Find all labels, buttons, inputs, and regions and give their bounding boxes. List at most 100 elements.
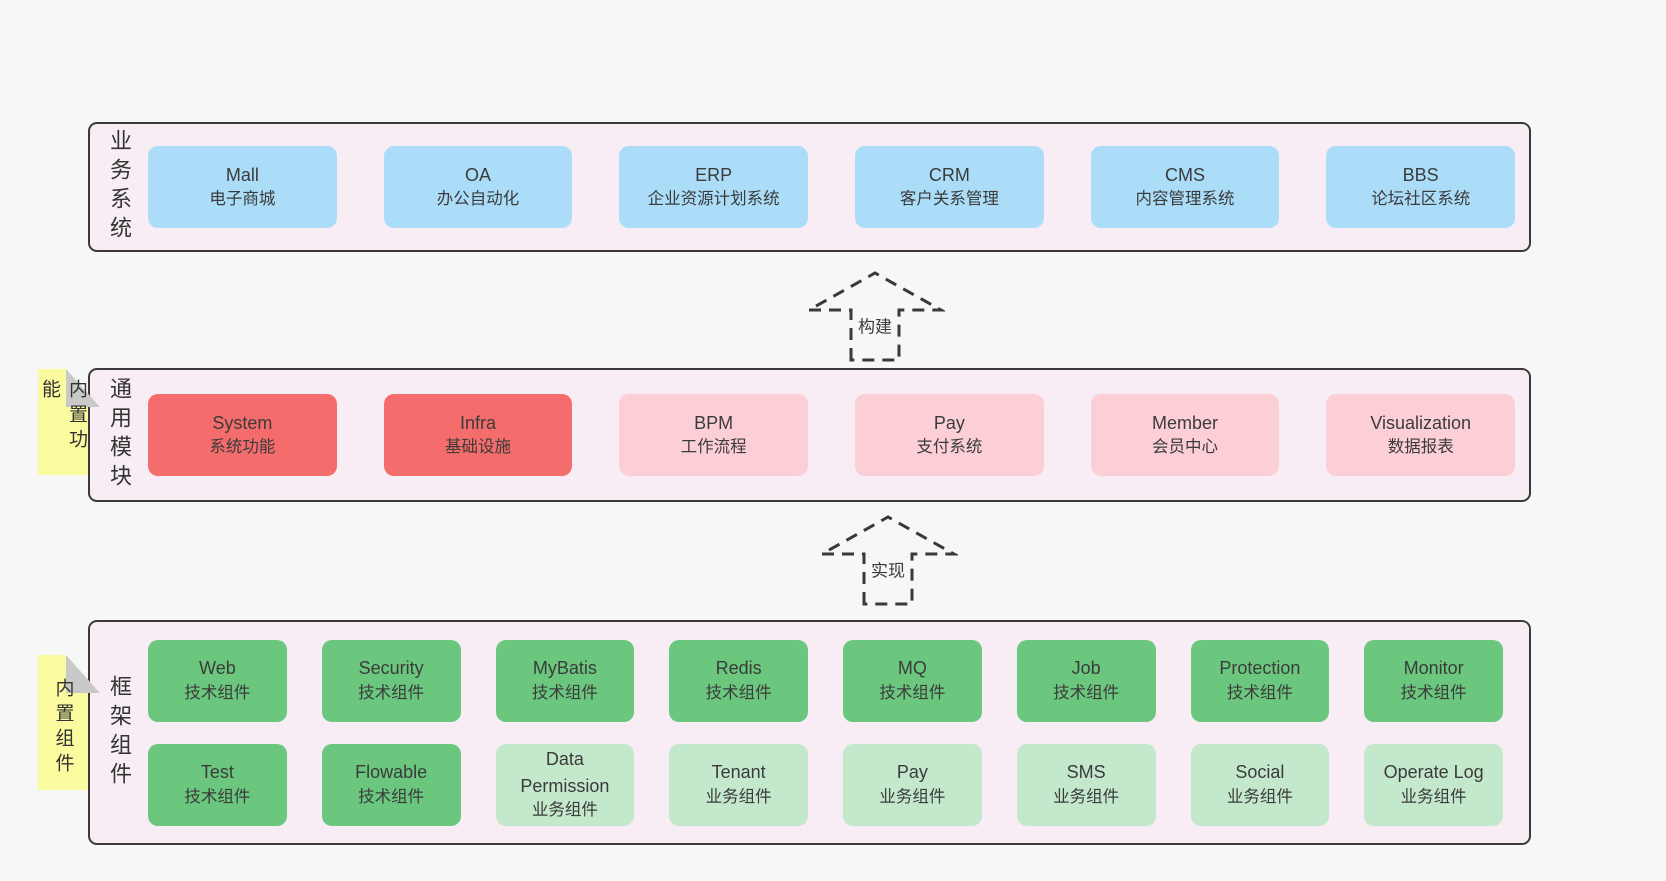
- box-subtitle: 客户关系管理: [899, 190, 999, 209]
- box-operate-log: Operate Log 业务组件: [1364, 743, 1503, 826]
- box-title: Job: [1071, 658, 1101, 679]
- box-title: MQ: [897, 658, 927, 679]
- box-mall: Mall 电子商城: [148, 146, 337, 228]
- box-title: Redis: [715, 658, 762, 679]
- box-title: MyBatis: [532, 658, 597, 679]
- arrow-build-label: 构建: [853, 311, 897, 339]
- box-mq: MQ 技术组件: [843, 639, 982, 722]
- box-protection: Protection 技术组件: [1190, 639, 1330, 722]
- box-visualization: Visualization 数据报表: [1326, 394, 1516, 476]
- box-social: Social 业务组件: [1190, 743, 1330, 826]
- box-subtitle: 数据报表: [1387, 438, 1454, 457]
- box-subtitle: 内容管理系统: [1135, 190, 1235, 209]
- box-pay-business: Pay 业务组件: [843, 743, 982, 826]
- box-title: Tenant: [711, 762, 766, 783]
- box-bbs: BBS 论坛社区系统: [1326, 146, 1516, 228]
- box-subtitle: 论坛社区系统: [1371, 190, 1471, 209]
- box-title: Member: [1152, 412, 1219, 433]
- box-title: Visualization: [1370, 412, 1472, 433]
- box-security: Security 技术组件: [321, 639, 461, 722]
- box-title: Security: [358, 658, 424, 679]
- section-business-systems: 业务系统 Mall 电子商城 OA 办公自动化 ERP 企业资源计划系统 CRM…: [88, 122, 1531, 252]
- box-subtitle: 技术组件: [531, 683, 598, 702]
- box-title: System: [212, 412, 273, 433]
- box-subtitle: 工作流程: [680, 438, 747, 457]
- box-subtitle: 支付系统: [916, 438, 983, 457]
- box-subtitle: 业务组件: [1053, 787, 1120, 806]
- box-title: Pay: [933, 412, 965, 433]
- box-redis: Redis 技术组件: [669, 639, 808, 722]
- box-web: Web 技术组件: [148, 639, 287, 722]
- arrow-implement-label: 实现: [866, 555, 910, 583]
- box-system: System 系统功能: [148, 394, 337, 476]
- tab-label: 内置功能: [38, 369, 88, 475]
- box-subtitle: 会员中心: [1152, 438, 1219, 457]
- box-title: ERP: [695, 164, 733, 185]
- arrow-implement: 实现: [818, 514, 958, 606]
- box-title: Protection: [1219, 658, 1301, 679]
- box-title: BPM: [694, 412, 734, 433]
- box-subtitle: 企业资源计划系统: [647, 190, 780, 209]
- section-label-text: 框架组件: [107, 674, 132, 791]
- box-title: Social: [1235, 762, 1285, 783]
- up-arrow-icon: [818, 515, 958, 606]
- box-title: Operate Log: [1383, 762, 1484, 783]
- box-crm: CRM 客户关系管理: [855, 146, 1044, 228]
- box-subtitle: 业务组件: [1226, 787, 1293, 806]
- box-test: Test 技术组件: [148, 743, 287, 826]
- box-data-permission: Data Permission 业务组件: [495, 743, 635, 826]
- box-title: SMS: [1066, 762, 1106, 783]
- tab-label-text: 内置功能: [39, 379, 87, 454]
- tab-label: 内置组件: [38, 655, 88, 790]
- box-subtitle: 系统功能: [209, 438, 276, 457]
- box-title: Test: [200, 762, 234, 783]
- box-subtitle: 技术组件: [184, 683, 251, 702]
- box-erp: ERP 企业资源计划系统: [619, 146, 809, 228]
- section-common-modules: 通用模块 System 系统功能 Infra 基础设施 BPM 工作流程 Pay…: [88, 368, 1531, 502]
- box-title: Flowable: [355, 762, 428, 783]
- box-title: CMS: [1165, 164, 1206, 185]
- box-subtitle: 技术组件: [358, 787, 425, 806]
- box-subtitle: 办公自动化: [436, 190, 520, 209]
- box-title: Pay: [896, 762, 928, 783]
- box-subtitle: 业务组件: [879, 787, 946, 806]
- box-title: OA: [465, 164, 492, 185]
- box-title: Infra: [459, 412, 497, 433]
- framework-components-grid: Web 技术组件 Security 技术组件 MyBatis 技术组件 Redi…: [148, 622, 1529, 843]
- box-subtitle: 业务组件: [705, 787, 772, 806]
- box-cms: CMS 内容管理系统: [1090, 146, 1280, 228]
- box-subtitle: 业务组件: [531, 800, 598, 819]
- box-title: Data Permission: [520, 749, 610, 796]
- box-title: Monitor: [1403, 658, 1464, 679]
- box-subtitle: 基础设施: [445, 438, 511, 457]
- box-oa: OA 办公自动化: [383, 146, 573, 228]
- box-subtitle: 业务组件: [1400, 787, 1467, 806]
- tab-label-text: 内置组件: [52, 677, 74, 778]
- box-flowable: Flowable 技术组件: [321, 743, 461, 826]
- box-subtitle: 技术组件: [1226, 683, 1293, 702]
- section-label-text: 通用模块: [107, 377, 132, 493]
- box-subtitle: 技术组件: [358, 683, 425, 702]
- section-label-common-modules: 通用模块: [90, 370, 148, 500]
- box-title: Web: [199, 658, 236, 679]
- box-sms: SMS 业务组件: [1016, 743, 1156, 826]
- common-modules-row: System 系统功能 Infra 基础设施 BPM 工作流程 Pay 支付系统…: [148, 370, 1529, 500]
- up-arrow-icon: [805, 271, 945, 362]
- tab-built-in-components: 内置组件: [38, 655, 100, 790]
- box-pay: Pay 支付系统: [855, 394, 1044, 476]
- section-label-text: 业务系统: [107, 129, 132, 245]
- box-subtitle: 技术组件: [879, 683, 946, 702]
- box-title: CRM: [928, 164, 970, 185]
- box-bpm: BPM 工作流程: [619, 394, 809, 476]
- box-mybatis: MyBatis 技术组件: [495, 639, 635, 722]
- section-label-framework-components: 框架组件: [90, 622, 148, 843]
- box-job: Job 技术组件: [1016, 639, 1156, 722]
- tab-built-in-features: 内置功能: [38, 369, 100, 475]
- arrow-build: 构建: [805, 270, 945, 362]
- box-subtitle: 技术组件: [1053, 683, 1120, 702]
- section-framework-components: 框架组件 Web 技术组件 Security 技术组件 MyBatis 技术组件…: [88, 620, 1531, 845]
- section-label-business-systems: 业务系统: [90, 124, 148, 250]
- box-monitor: Monitor 技术组件: [1364, 639, 1503, 722]
- business-systems-row: Mall 电子商城 OA 办公自动化 ERP 企业资源计划系统 CRM 客户关系…: [148, 124, 1529, 250]
- box-infra: Infra 基础设施: [383, 394, 573, 476]
